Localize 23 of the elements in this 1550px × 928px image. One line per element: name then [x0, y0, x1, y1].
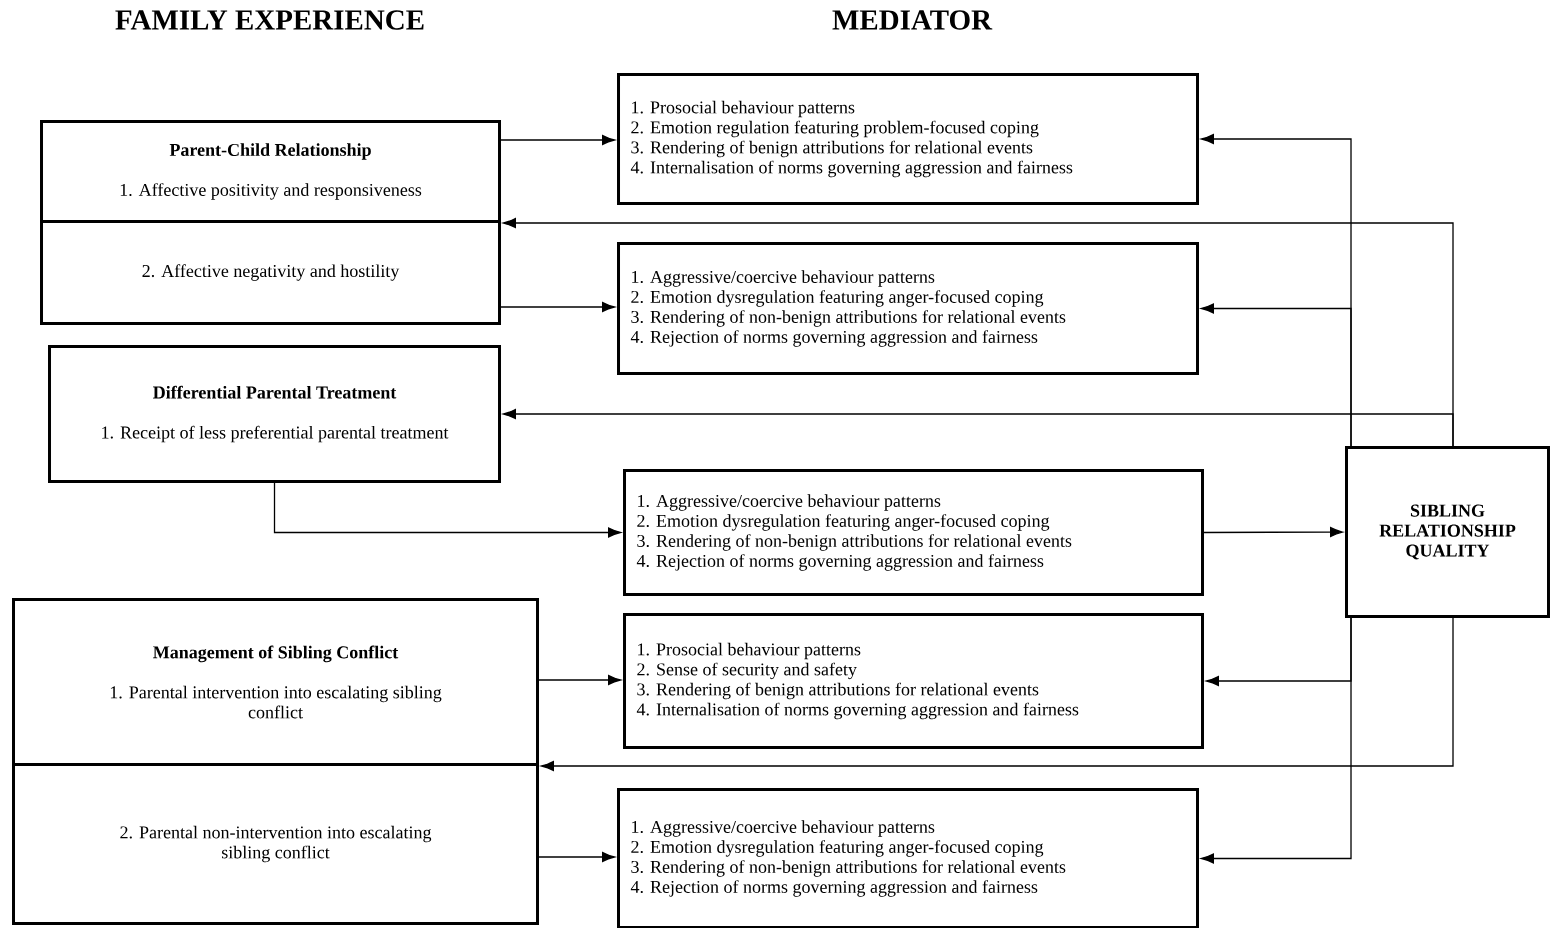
arrow	[500, 301, 615, 313]
arrow	[541, 617, 1454, 772]
mediator-box: 1. Aggressive/coercive behaviour patterns 2. Emotion dysregulation featuring anger-focused coping 3. Rendering of non-benign attributions for relational events 4. Rejection of norms governing aggression and fairness	[623, 469, 1204, 596]
arrow	[273, 482, 621, 538]
factor-box: Management of Sibling Conflict 1. Parental intervention into escalating sibling conflict	[12, 598, 539, 766]
arrow	[538, 851, 615, 863]
arrow	[1203, 527, 1343, 538]
arrow	[503, 408, 1454, 447]
factor-box: Differential Parental Treatment 1. Receipt of less preferential parental treatment	[48, 345, 501, 483]
mediator-box: 1. Prosocial behaviour patterns 2. Sense of security and safety 3. Rendering of benign attributions for relational events 4. Internalisation of norms governing aggression and fairness	[623, 613, 1204, 749]
mediator-box: 1. Prosocial behaviour patterns 2. Emotion regulation featuring problem-focused coping 3. Rendering of benign attributions for relational events 4. Internalisation of norms governing aggression and fairness	[617, 73, 1199, 205]
mediator-box: 1. Aggressive/coercive behaviour patterns 2. Emotion dysregulation featuring anger-focused coping 3. Rendering of non-benign attributions for relational events 4. Rejection of norms governing aggression and fairness	[617, 242, 1199, 375]
arrow	[1201, 617, 1352, 864]
arrow	[500, 134, 615, 146]
arrow	[1201, 303, 1352, 447]
arrow	[538, 674, 621, 686]
factor-box: 2. Affective negativity and hostility	[40, 220, 501, 325]
mediator-box: 1. Aggressive/coercive behaviour patterns 2. Emotion dysregulation featuring anger-focused coping 3. Rendering of non-benign attributions for relational events 4. Rejection of norms governing aggression and fairness	[617, 788, 1199, 928]
column-heading: FAMILY EXPERIENCE	[115, 10, 424, 30]
factor-box: Parent-Child Relationship 1. Affective positivity and responsiveness	[40, 120, 501, 223]
factor-box: 2. Parental non-intervention into escalating sibling conflict	[12, 763, 539, 925]
column-heading: MEDIATOR	[832, 10, 993, 30]
outcome-box: SIBLING RELATIONSHIP QUALITY	[1345, 446, 1550, 618]
